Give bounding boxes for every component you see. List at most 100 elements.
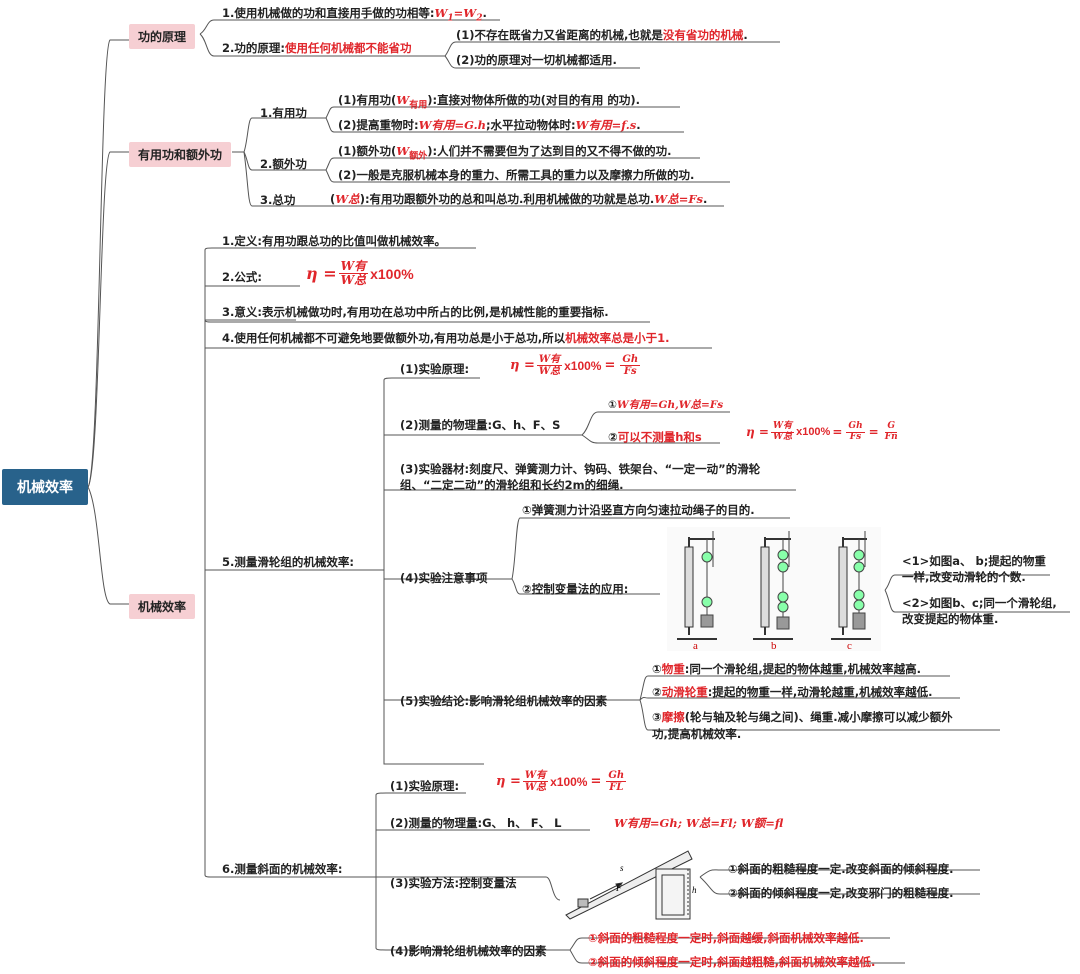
- w-equals: =W: [453, 6, 477, 20]
- incline-method-2: ②斜面的倾斜程度一定,改变邪门的粗糙程度.: [728, 886, 954, 900]
- item-text: (1)不存在既省力又省距离的机械,也就是: [456, 28, 663, 42]
- incline-work-formulas: W有用=Gh; W总=Fl; W额=fl: [614, 816, 784, 830]
- period: .: [482, 6, 487, 20]
- marker: ③: [652, 710, 662, 724]
- eta-symbol: η =: [306, 264, 337, 284]
- item-text: (2)提高重物时:: [338, 118, 419, 132]
- numerator: W有: [770, 421, 795, 433]
- highlight-text: 可以不测量h和s: [617, 430, 702, 444]
- pulley-conclusion-label: (5)实验结论:影响滑轮组机械效率的因素: [400, 694, 608, 708]
- percent-factor: x100%: [796, 426, 831, 439]
- incline-principle-label: (1)实验原理:: [390, 779, 460, 793]
- pulley-notes-label: (4)实验注意事项: [400, 571, 488, 585]
- pulley-quantities: (2)测量的物理量:G、h、F、S: [400, 418, 561, 432]
- item-text: (1)额外功(: [338, 144, 397, 158]
- item-text: :同一个滑轮组,提起的物体越重,机械效率越高.: [684, 662, 921, 676]
- conclusion-friction: ③摩擦(轮与轴及轮与绳之间)、绳重.减小摩擦可以减少额外: [652, 710, 953, 725]
- incline-label-h: h: [692, 885, 697, 895]
- formula-w1: W1=W2: [434, 6, 482, 24]
- eta-symbol: η =: [496, 774, 521, 789]
- useful-work-def: (1)有用功(W有用):直接对物体所做的功(对目的有用 的功).: [338, 93, 640, 113]
- period: .: [743, 28, 748, 42]
- numerator: W有: [536, 354, 563, 366]
- efficiency-less-than-one: 4.使用任何机械都不可避免地要做额外功,有用功总是小于总功,所以机械效率总是小于…: [222, 331, 669, 346]
- root-node[interactable]: 机械效率: [2, 469, 88, 505]
- variable-note-1b: 一样,改变动滑轮的个数.: [902, 570, 1026, 584]
- highlight-text: 摩擦: [661, 710, 685, 724]
- variable-note-2b: 改变提起的物体重.: [902, 612, 999, 626]
- work-principle-sub-1: (1)不存在既省力又省距离的机械,也就是没有省功的机械.: [456, 28, 748, 43]
- marker: ①: [608, 399, 617, 411]
- category-mechanical-efficiency[interactable]: 机械效率: [129, 594, 196, 619]
- incline-label-f: F: [615, 883, 622, 893]
- sub-1: 1: [447, 13, 454, 24]
- pulley-quantity-formula: ①W有用=Gh,W总=Fs: [608, 398, 723, 413]
- conclusion-friction-cont: 功,提高机械效率.: [652, 727, 742, 741]
- formula-total: W总=Fs: [654, 192, 703, 206]
- highlight-text: 动滑轮重: [661, 685, 708, 699]
- item-text: :提起的物重一样,动滑轮越重,机械效率越低.: [707, 685, 933, 699]
- category-useful-extra-work[interactable]: 有用功和额外功: [129, 142, 232, 167]
- numerator: W有: [338, 259, 369, 275]
- pulley-efficiency-node[interactable]: 5.测量滑轮组的机械效率:: [222, 555, 354, 569]
- pulley-no-measure: ②可以不测量h和s: [608, 430, 702, 445]
- item-text: 1.使用机械做的功和直接用手做的功相等:: [222, 6, 435, 20]
- total-work-node[interactable]: 3.总功: [260, 193, 296, 207]
- pulley-principle-label: (1)实验原理:: [400, 362, 470, 376]
- useful-work-calc: (2)提高重物时:W有用=G.h;水平拉动物体时:W有用=f.s.: [338, 118, 641, 133]
- item-text: ):有用功跟额外功的总和叫总功.利用机械做的功就是总功.: [359, 192, 655, 206]
- item-text: (: [330, 192, 336, 206]
- photo-label-b: b: [771, 640, 777, 651]
- denominator: Fs: [623, 366, 637, 377]
- work-principle-sub-2: (2)功的原理对一切机械都适用.: [456, 53, 617, 67]
- denominator: W总: [524, 782, 547, 793]
- incline-illustration: s F h: [560, 843, 698, 921]
- item-text: (1)有用功(: [338, 93, 397, 107]
- efficiency-meaning: 3.意义:表示机械做功时,有用功在总功中所占的比例,是机械性能的重要指标.: [222, 305, 609, 319]
- pulley-illustration: a b c: [677, 531, 871, 652]
- incline-efficiency-node[interactable]: 6.测量斜面的机械效率:: [222, 862, 343, 876]
- numerator: G: [885, 421, 898, 433]
- incline-factor-2: ②斜面的倾斜程度一定时,斜面越粗糙,斜面机械效率越低.: [588, 955, 876, 969]
- item-text: 2.功的原理:: [222, 41, 285, 55]
- denominator: Fn: [884, 431, 898, 442]
- work-principle-item-2: 2.功的原理:使用任何机械都不能省功: [222, 41, 411, 56]
- efficiency-formula-label: 2.公式:: [222, 270, 262, 284]
- efficiency-definition: 1.定义:有用功跟总功的比值叫做机械效率。: [222, 234, 446, 248]
- conclusion-weight: ①物重:同一个滑轮组,提起的物体越重,机械效率越高.: [652, 662, 921, 677]
- category-work-principle[interactable]: 功的原理: [129, 24, 196, 49]
- highlight-text: 机械效率总是小于1.: [565, 331, 670, 345]
- numerator: Gh: [606, 770, 627, 782]
- incline-diagram: s F h: [565, 850, 697, 920]
- w-total: W总: [335, 192, 360, 206]
- pulley-setup-photo: a b c: [667, 527, 881, 652]
- pulley-note-2: ②控制变量法的应用:: [522, 582, 629, 596]
- variable-note-1a: <1>如图a、 b;提起的物重: [902, 554, 1046, 568]
- marker: ②: [608, 430, 618, 444]
- percent-factor: x100%: [564, 358, 602, 373]
- incline-factor-1: ①斜面的粗糙程度一定时,斜面越缓,斜面机械效率越低.: [588, 931, 864, 945]
- extra-work-node[interactable]: 2.额外功: [260, 157, 307, 171]
- period: .: [702, 192, 708, 206]
- useful-work-node[interactable]: 1.有用功: [260, 106, 307, 120]
- numerator: Gh: [846, 421, 865, 433]
- percent-factor: x100%: [550, 774, 588, 789]
- photo-label-a: a: [693, 640, 698, 651]
- pulley-equipment-1: (3)实验器材:刻度尺、弹簧测力计、钩码、铁架台、“一定一动”的滑轮: [400, 462, 761, 476]
- work-principle-item-1: 1.使用机械做的功和直接用手做的功相等:W1=W2.: [222, 6, 487, 26]
- item-text: ):人们并不需要但为了达到目的又不得不做的功.: [427, 144, 672, 158]
- photo-label-c: c: [847, 640, 852, 651]
- highlight-text: 使用任何机械都不能省功: [284, 41, 412, 55]
- highlight-text: 没有省功的机械: [662, 28, 744, 42]
- variable-note-2a: <2>如图b、c;同一个滑轮组,: [902, 596, 1057, 610]
- extra-work-source: (2)一般是克服机械本身的重力、所需工具的重力以及摩擦力所做的功.: [338, 168, 695, 182]
